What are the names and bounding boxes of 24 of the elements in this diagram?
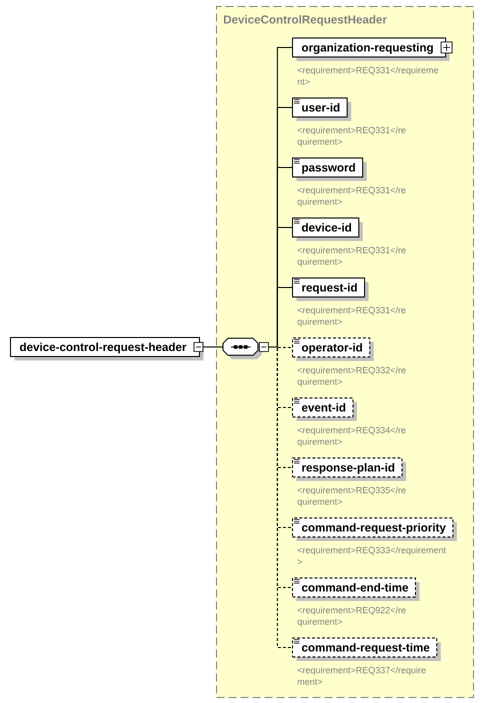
element-box: password [292, 158, 367, 181]
element-box: organization-requesting [292, 38, 453, 61]
annotation-text: <requirement>REQ334</re quirement> [298, 426, 406, 447]
annotation-text: <requirement>REQ922</re quirement> [298, 606, 406, 627]
element-box: device-id [292, 218, 363, 241]
connector-line [202, 346, 224, 348]
element-box: operator-id [292, 338, 374, 361]
annotation-text: <requirement>REQ331</re quirement> [298, 246, 406, 267]
element-box: device-control-request-header [10, 337, 204, 360]
element-box: response-plan-id [292, 458, 406, 481]
element-box: event-id [292, 398, 357, 421]
annotation-text: <requirement>REQ331</re quirement> [298, 306, 406, 327]
annotation-text: <requirement>REQ331</requireme nt> [298, 66, 438, 85]
element-box: command-request-priority [292, 518, 457, 541]
annotation-text: <requirement>REQ337</require ment> [298, 666, 426, 685]
element-box: command-request-time [292, 638, 441, 661]
annotation-text: <requirement>REQ332</re quirement> [298, 366, 406, 387]
annotation-text: <requirement>REQ331</re quirement> [298, 126, 406, 147]
annotation-text: <requirement>REQ331</re quirement> [298, 186, 406, 207]
element-box: request-id [292, 278, 369, 301]
element-box: user-id [292, 98, 352, 121]
element-box: command-end-time [292, 578, 420, 601]
annotation-text: <requirement>REQ333</requirement > [298, 546, 446, 564]
annotation-text: <requirement>REQ335</re quirement> [298, 486, 406, 507]
